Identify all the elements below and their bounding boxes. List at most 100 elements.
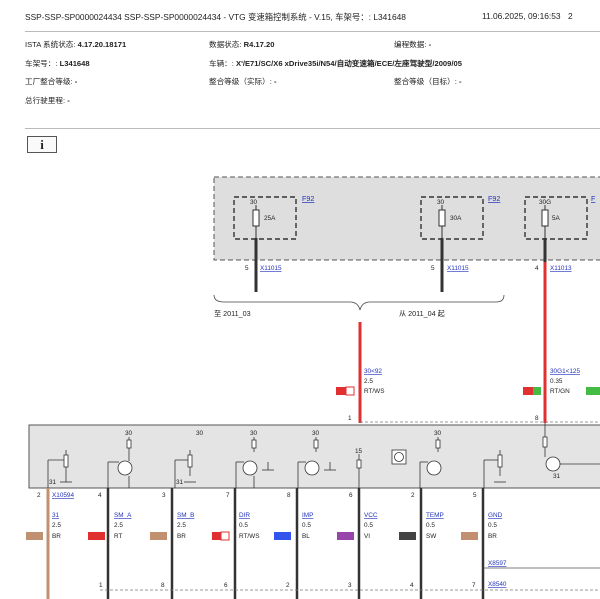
- signal-30g1-125[interactable]: 30G1<125: [550, 368, 580, 375]
- wire-label-vcc[interactable]: VCC: [364, 512, 378, 519]
- svg-text:15: 15: [355, 448, 363, 455]
- svg-text:30: 30: [434, 430, 442, 437]
- svg-text:BR: BR: [488, 533, 497, 540]
- svg-text:30: 30: [196, 430, 204, 437]
- variant-brace: [213, 294, 505, 311]
- mileage: 总行驶里程: -: [25, 96, 70, 105]
- wire-label-31[interactable]: 31: [52, 512, 60, 519]
- page-number: 2: [568, 11, 573, 21]
- x11015-link-2[interactable]: X11015: [447, 265, 469, 272]
- swatch-br-1: [26, 532, 43, 540]
- wire-label-sm-b[interactable]: SM_B: [177, 512, 194, 519]
- swatch-vi: [337, 532, 354, 540]
- swatch-bl: [274, 532, 291, 540]
- wire-label-dir[interactable]: DIR: [239, 512, 250, 519]
- vin: 车架号：: L341648: [25, 59, 90, 68]
- swatch-sw: [399, 532, 416, 540]
- svg-text:2: 2: [286, 582, 290, 589]
- fuse-2-rating: 30A: [450, 215, 462, 222]
- svg-text:0.5: 0.5: [426, 522, 435, 529]
- vtg-control-module: [28, 424, 600, 489]
- x8540-link[interactable]: X8540: [488, 581, 507, 588]
- fuse-1-symbol: [252, 209, 260, 227]
- fuse-1-pin: 30: [250, 199, 258, 206]
- factory-level: 工厂整合等级: -: [25, 77, 78, 86]
- color-swatch-gn: [533, 387, 541, 395]
- fuse-1-ref[interactable]: F92: [302, 194, 314, 203]
- svg-text:1: 1: [99, 582, 103, 589]
- actual-level: 整合等级（实际）: -: [209, 77, 277, 86]
- info-icon: i: [40, 136, 44, 152]
- fuse-2-ref[interactable]: F92: [488, 194, 500, 203]
- svg-text:7: 7: [472, 582, 476, 589]
- variant-left: 至 2011_03: [214, 309, 251, 318]
- fuse-connector-2: 5 X11015: [431, 238, 469, 292]
- ista-status: ISTA 系统状态: 4.17.20.18171: [25, 40, 127, 49]
- fuse-3-ref[interactable]: F: [591, 194, 596, 203]
- svg-text:2: 2: [411, 492, 415, 499]
- svg-text:4: 4: [98, 492, 102, 499]
- color-swatch-rt: [336, 387, 346, 395]
- fuse-2-frame: [420, 196, 484, 240]
- programming-data: 编程数据: -: [394, 40, 432, 49]
- swatch-br-2: [150, 532, 167, 540]
- info-button[interactable]: i: [27, 136, 57, 153]
- x11015-link-1[interactable]: X11015: [260, 265, 282, 272]
- svg-text:0.5: 0.5: [302, 522, 311, 529]
- svg-text:3: 3: [348, 582, 352, 589]
- report-datetime: 11.06.2025, 09:16:53: [482, 11, 561, 21]
- svg-text:RT: RT: [114, 533, 122, 540]
- module-display: [391, 449, 407, 465]
- module-pins: 2 4 3 7 8 6 2 5: [37, 492, 477, 499]
- svg-text:5: 5: [473, 492, 477, 499]
- svg-text:2: 2: [37, 492, 41, 499]
- fuse-3-pin: 30G: [539, 199, 551, 206]
- swatch-rt: [88, 532, 105, 540]
- x8597-link[interactable]: X8597: [488, 560, 507, 567]
- fuse-2-symbol: [438, 209, 446, 227]
- svg-text:SW: SW: [426, 533, 437, 540]
- fuse-1-rating: 25A: [264, 215, 276, 222]
- meta-divider: [25, 128, 600, 129]
- wire-label-imp[interactable]: IMP: [302, 512, 313, 519]
- svg-text:6: 6: [349, 492, 353, 499]
- fuse-2-pin: 30: [437, 199, 445, 206]
- svg-text:BL: BL: [302, 533, 310, 540]
- svg-text:30: 30: [312, 430, 320, 437]
- target-level: 整合等级（目标）: -: [394, 77, 462, 86]
- swatch-rt-ws-a: [212, 532, 221, 540]
- fuse-box: [213, 176, 600, 261]
- swatch-br-3: [461, 532, 478, 540]
- output-wires: [46, 488, 485, 599]
- svg-text:31: 31: [553, 473, 561, 480]
- svg-text:0.35: 0.35: [550, 378, 563, 385]
- svg-text:BR: BR: [177, 533, 186, 540]
- fuse-1: 30 F92 25A: [233, 194, 314, 240]
- fuse-connector-3: 4 X11013: [535, 238, 572, 423]
- svg-text:0.5: 0.5: [488, 522, 497, 529]
- color-swatch-gn-2: [586, 387, 600, 395]
- report-header: SSP-SSP-SP0000024434 SSP-SSP-SP000002443…: [0, 0, 600, 32]
- color-swatch-rt-2: [523, 387, 533, 395]
- swatch-rt-ws-b: [220, 531, 230, 541]
- wire-label-sm-a[interactable]: SM_A: [114, 512, 132, 519]
- lower-pins: 1 8 6 2 3 4 7: [99, 582, 476, 589]
- svg-text:2.5: 2.5: [114, 522, 123, 529]
- svg-text:30: 30: [125, 430, 133, 437]
- x11013-link[interactable]: X11013: [550, 265, 572, 272]
- signal-30-92[interactable]: 30<92: [364, 368, 382, 375]
- svg-text:8: 8: [161, 582, 165, 589]
- fuse-connector-1: 5 X11015: [245, 238, 282, 292]
- fuse-2: 30 F92 30A: [420, 194, 500, 240]
- fuse-3: 30G F 5A: [524, 194, 596, 240]
- module-internals: [47, 423, 600, 488]
- wire-label-gnd[interactable]: GND: [488, 512, 503, 519]
- fuse-1-frame: [233, 196, 297, 240]
- svg-text:RT/GN: RT/GN: [550, 388, 570, 395]
- x10594-link[interactable]: X10594: [52, 492, 74, 499]
- svg-text:0.5: 0.5: [364, 522, 373, 529]
- svg-text:0.5: 0.5: [239, 522, 248, 529]
- wire-label-temp[interactable]: TEMP: [426, 512, 444, 519]
- svg-text:4: 4: [535, 265, 539, 272]
